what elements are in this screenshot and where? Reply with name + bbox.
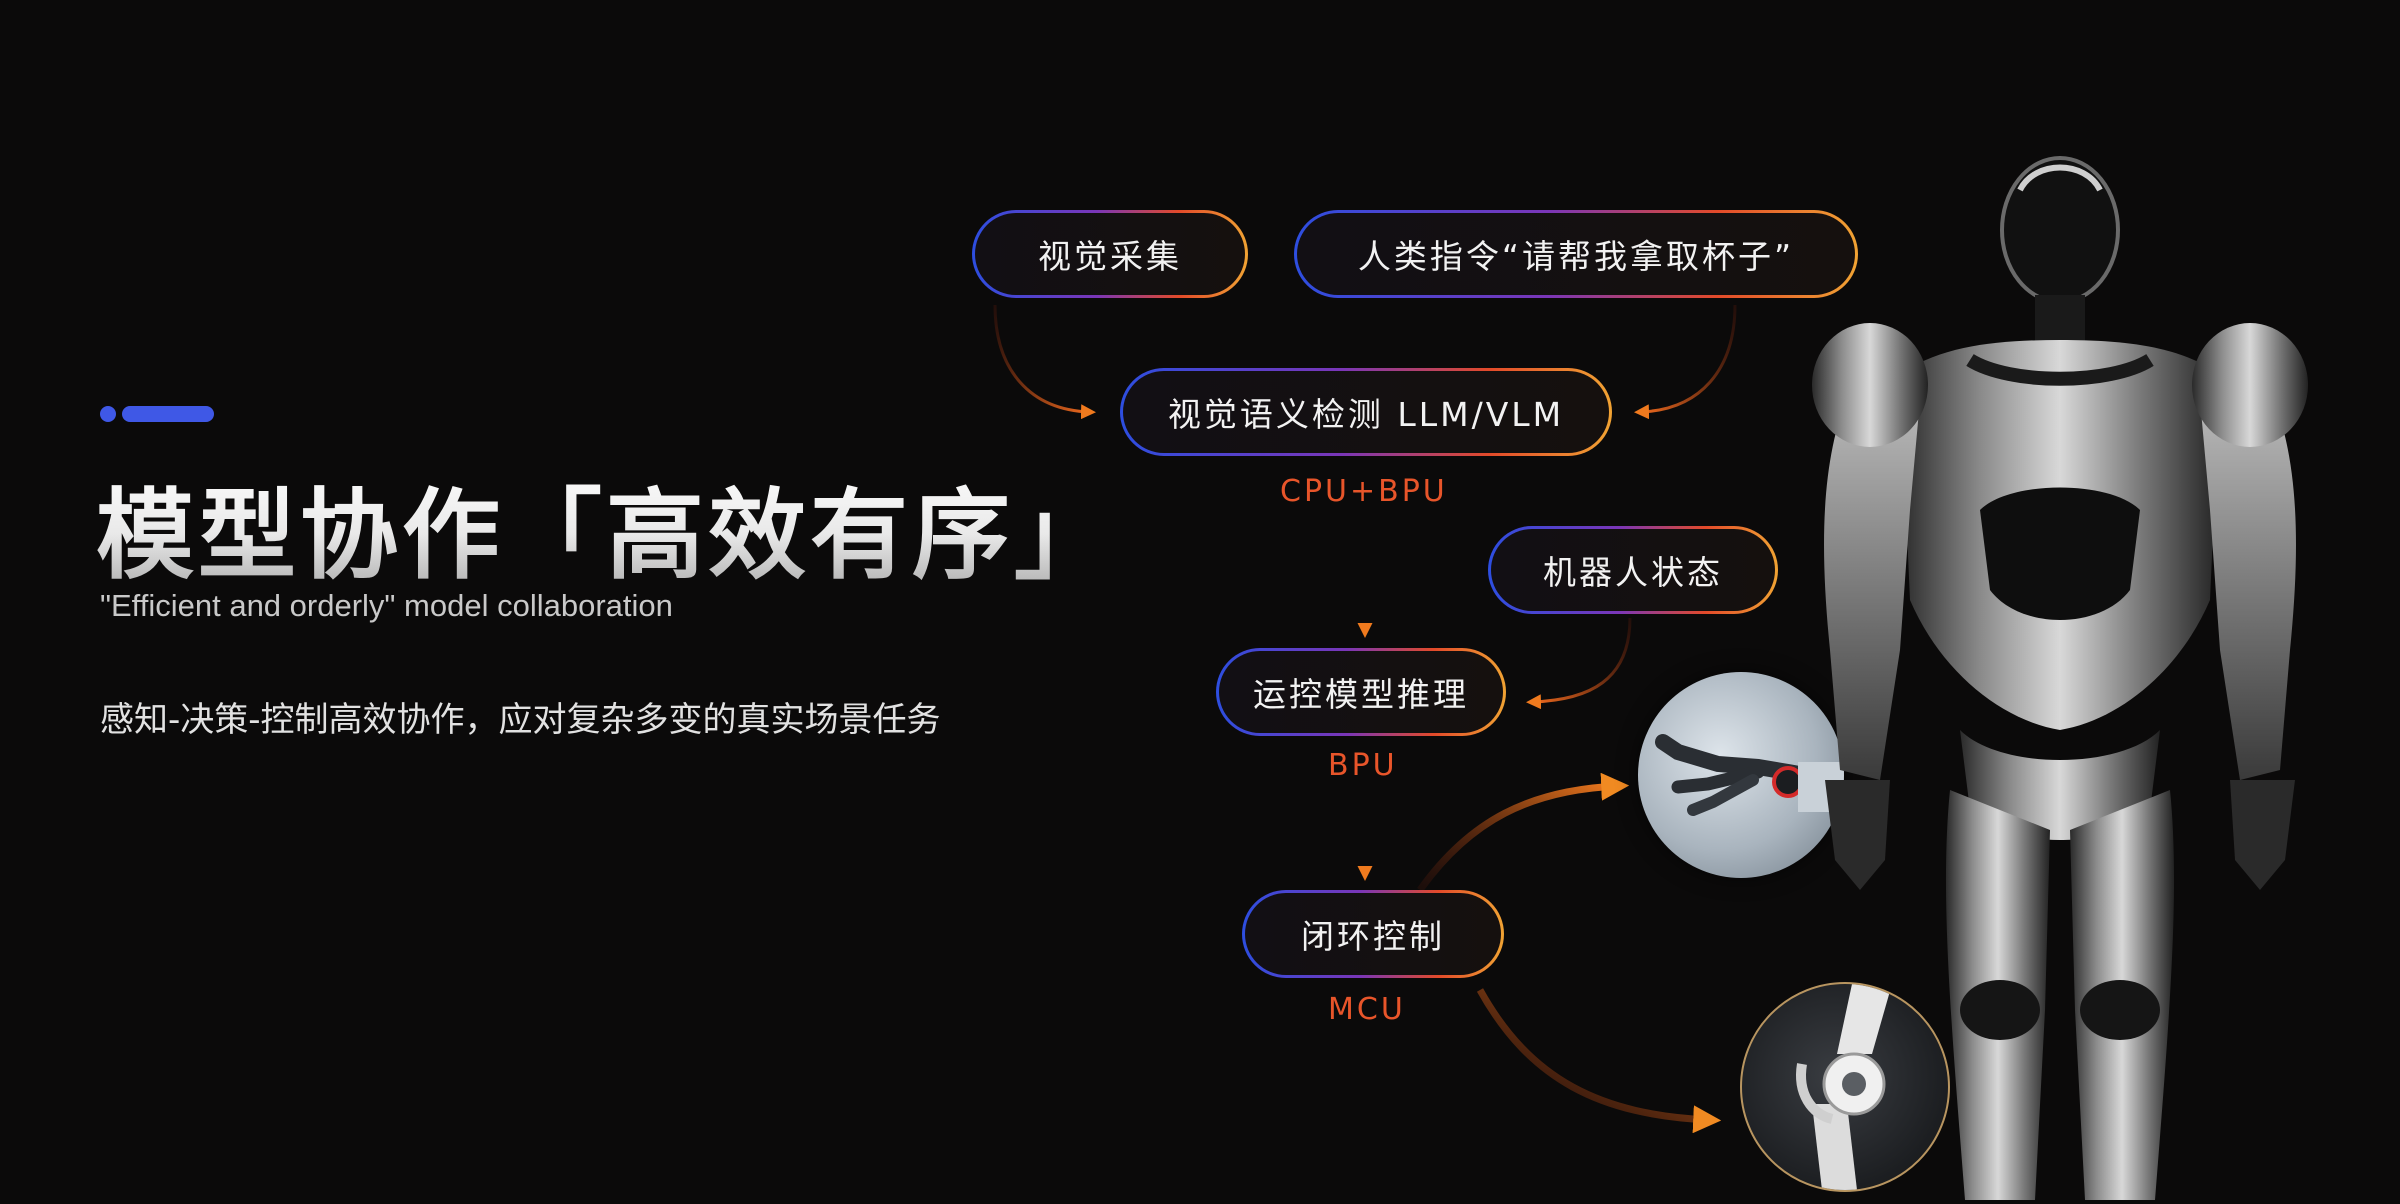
- page-subtitle-english: "Efficient and orderly" model collaborat…: [100, 588, 673, 623]
- accent-bar: [122, 406, 214, 422]
- processor-cpu-bpu: CPU+BPU: [1280, 474, 1448, 509]
- page-description: 感知-决策-控制高效协作，应对复杂多变的真实场景任务: [100, 700, 941, 740]
- node-human-instruction-label: 人类指令“请帮我拿取杯子”: [1297, 213, 1855, 295]
- node-motion-inference-label: 运控模型推理: [1219, 651, 1503, 733]
- node-semantic-detection-label: 视觉语义检测 LLM/VLM: [1123, 371, 1609, 453]
- node-semantic-detection: 视觉语义检测 LLM/VLM: [1120, 368, 1612, 456]
- node-visual-capture: 视觉采集: [972, 210, 1248, 298]
- node-robot-state: 机器人状态: [1488, 526, 1778, 614]
- processor-bpu: BPU: [1328, 748, 1398, 783]
- node-closed-loop-label: 闭环控制: [1245, 893, 1501, 975]
- edge-control-to-hand: [1417, 772, 1630, 893]
- robot-hand-image: [1638, 672, 1844, 878]
- node-closed-loop: 闭环控制: [1242, 890, 1504, 978]
- edge-visual-to-semantic: [993, 304, 1096, 420]
- node-visual-capture-label: 视觉采集: [975, 213, 1245, 295]
- node-motion-inference: 运控模型推理: [1216, 648, 1506, 736]
- page-title: 模型协作「高效有序」: [96, 456, 1116, 598]
- edge-state-to-motion: [1526, 617, 1632, 710]
- processor-mcu: MCU: [1328, 992, 1406, 1027]
- node-robot-state-label: 机器人状态: [1491, 529, 1775, 611]
- edge-control-to-knee: [1476, 988, 1722, 1134]
- humanoid-robot-image: [1780, 130, 2340, 1200]
- robot-knee-image: [1740, 982, 1950, 1192]
- accent-dot: [100, 406, 116, 422]
- node-human-instruction: 人类指令“请帮我拿取杯子”: [1294, 210, 1858, 298]
- edge-human-to-semantic: [1634, 304, 1737, 420]
